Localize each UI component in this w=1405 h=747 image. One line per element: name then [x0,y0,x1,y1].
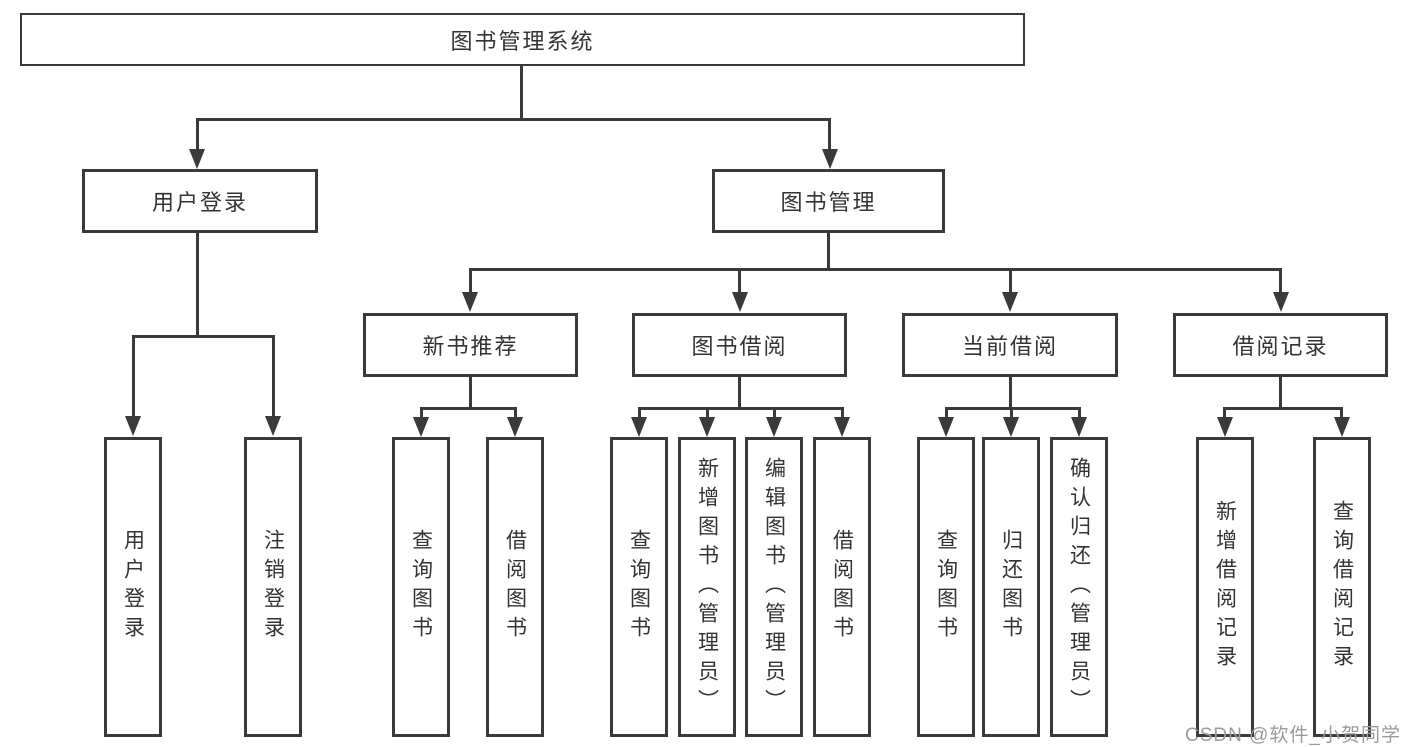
node-label: 用户登录 [151,190,248,215]
connector-line [827,233,830,268]
node-library-system: 图书管理系统 [20,13,1025,66]
connector-line [1223,407,1343,410]
arrowhead-down-icon [834,417,850,437]
connector-line [131,335,275,338]
arrowhead-down-icon [189,149,205,169]
node-borrowing-records: 借阅记录 [1173,313,1388,377]
connector-line [1223,407,1226,419]
node-new-book-recommend: 新书推荐 [363,313,578,377]
leaf-label: 编辑图书（管理员） [762,456,786,718]
connector-line [772,407,776,419]
connector-line [1077,407,1081,419]
node-book-management: 图书管理 [712,169,945,233]
connector-line [195,118,831,121]
node-label: 图书管理系统 [450,28,595,54]
node-label: 图书借阅 [691,334,788,359]
connector-line [419,407,517,410]
leaf-label: 查询图书 [409,529,433,645]
connector-line [513,407,517,419]
connector-line [705,407,709,419]
arrowhead-down-icon [938,417,954,437]
arrowhead-down-icon [125,416,141,436]
node-label: 新书推荐 [422,334,519,359]
connector-line [944,407,948,419]
arrowhead-down-icon [1272,292,1289,312]
leaf-add-book-admin: 新增图书（管理员） [678,437,736,737]
connector-line [469,377,472,407]
csdn-watermark: CSDN @软件_小贺同学 [1185,725,1401,746]
leaf-label: 查询借阅记录 [1330,500,1354,674]
leaf-label: 查询图书 [934,529,958,645]
connector-line [271,335,275,417]
connector-line [944,407,1081,410]
arrowhead-down-icon [462,292,478,312]
leaf-label: 新增图书（管理员） [695,456,719,718]
leaf-edit-book-admin: 编辑图书（管理员） [745,437,803,737]
leaf-add-borrow-record: 新增借阅记录 [1196,437,1254,737]
connector-line [131,335,135,417]
leaf-label: 确认归还（管理员） [1067,456,1091,718]
connector-line [828,118,831,151]
arrowhead-down-icon [1333,417,1350,437]
connector-line [1340,407,1343,419]
arrowhead-down-icon [1071,417,1087,437]
arrowhead-down-icon [731,292,748,312]
node-label: 当前借阅 [961,334,1058,359]
arrowhead-down-icon [1003,417,1019,437]
connector-line [195,118,199,151]
leaf-label: 归还图书 [999,529,1023,645]
arrowhead-down-icon [631,417,647,437]
leaf-logout: 注销登录 [244,437,302,737]
leaf-query-borrow-record: 查询借阅记录 [1313,437,1371,737]
leaf-borrow-books-recommend: 借阅图书 [486,437,544,737]
arrowhead-down-icon [413,417,429,437]
connector-line [840,407,844,419]
leaf-label: 新增借阅记录 [1213,500,1237,674]
connector-line [1008,268,1012,293]
leaf-query-books-current: 查询图书 [917,437,975,737]
leaf-confirm-return-admin: 确认归还（管理员） [1050,437,1108,737]
connector-line [468,268,1282,271]
leaf-query-books-recommend: 查询图书 [392,437,450,737]
connector-line [738,377,741,407]
leaf-user-login: 用户登录 [104,437,162,737]
leaf-borrow-books: 借阅图书 [813,437,871,737]
arrowhead-down-icon [265,416,281,436]
connector-line [738,268,741,293]
connector-line [520,66,523,118]
arrowhead-down-icon [1216,417,1233,437]
connector-line [1279,268,1282,293]
connector-line [1008,377,1012,407]
leaf-label: 借阅图书 [830,529,854,645]
connector-line [637,407,844,410]
leaf-return-book: 归还图书 [982,437,1040,737]
leaf-label: 借阅图书 [503,529,527,645]
node-book-borrowing: 图书借阅 [632,313,847,377]
arrowhead-down-icon [699,417,715,437]
arrowhead-down-icon [507,417,523,437]
node-current-borrowing: 当前借阅 [902,313,1118,377]
arrowhead-down-icon [821,149,838,169]
node-label: 借阅记录 [1232,334,1329,359]
leaf-label: 注销登录 [261,529,285,645]
node-user-login: 用户登录 [82,169,318,233]
connector-line [419,407,423,419]
arrowhead-down-icon [766,417,782,437]
connector-line [637,407,641,419]
arrowhead-down-icon [1002,292,1018,312]
leaf-query-books-borrow: 查询图书 [610,437,668,737]
connector-line [468,268,472,293]
connector-line [1009,407,1013,419]
connector-line [195,233,199,335]
leaf-label: 查询图书 [627,529,651,645]
connector-line [1279,377,1282,407]
node-label: 图书管理 [780,190,877,215]
leaf-label: 用户登录 [121,529,145,645]
